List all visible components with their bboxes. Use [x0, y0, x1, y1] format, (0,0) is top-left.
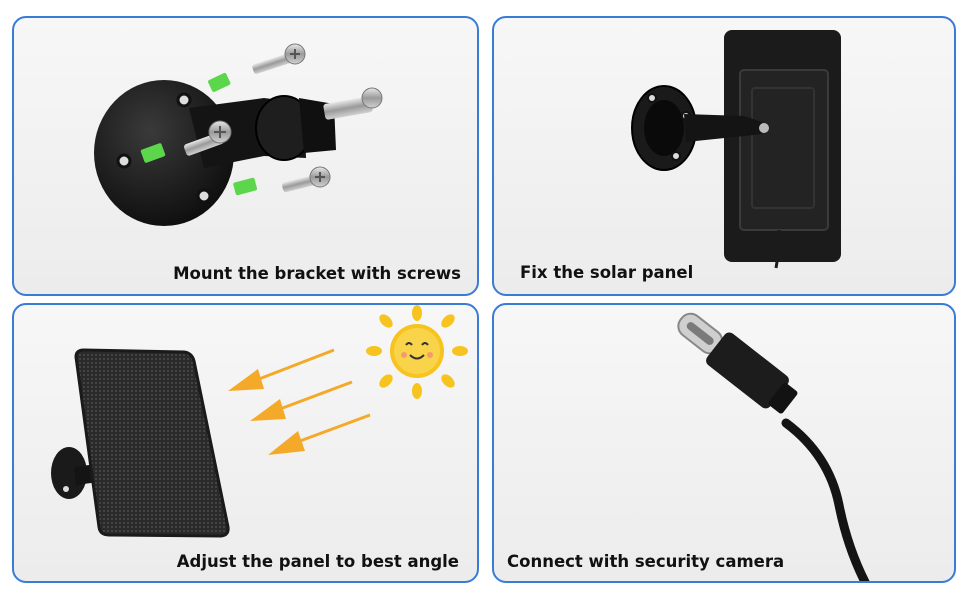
wall-anchor	[233, 177, 257, 196]
solar-panel-front	[74, 348, 230, 538]
connector-housing	[706, 332, 789, 409]
step-4-caption: Connect with security camera	[507, 552, 785, 571]
usb-c-cable-illustration	[677, 312, 870, 581]
step-1-caption: Mount the bracket with screws	[173, 264, 461, 283]
sun-icon	[366, 305, 468, 399]
sunlight-arrow	[228, 348, 335, 391]
step-3-caption: Adjust the panel to best angle	[176, 552, 459, 571]
step-3-card: Adjust the panel to best angle	[12, 303, 479, 583]
sunlight-arrow	[250, 380, 353, 421]
screw-middle	[183, 120, 232, 156]
screw-right	[323, 87, 383, 120]
step-4-card: Connect with security camera	[492, 303, 956, 583]
step-2-caption: Fix the solar panel	[520, 263, 694, 282]
wall-anchor	[208, 72, 231, 92]
bracket-plate	[51, 447, 87, 499]
bracket-screws-illustration	[94, 43, 383, 226]
sunlight-arrow	[268, 413, 371, 455]
cable	[781, 418, 870, 581]
step-1-card: Mount the bracket with screws	[12, 16, 479, 296]
step-2-card: Fix the solar panel	[492, 16, 956, 296]
solar-panel-bracket-illustration	[631, 30, 841, 269]
wall-anchor	[140, 143, 166, 163]
screw-top	[252, 43, 306, 74]
screw-lower	[282, 166, 331, 193]
panel-angle-illustration	[51, 305, 468, 538]
